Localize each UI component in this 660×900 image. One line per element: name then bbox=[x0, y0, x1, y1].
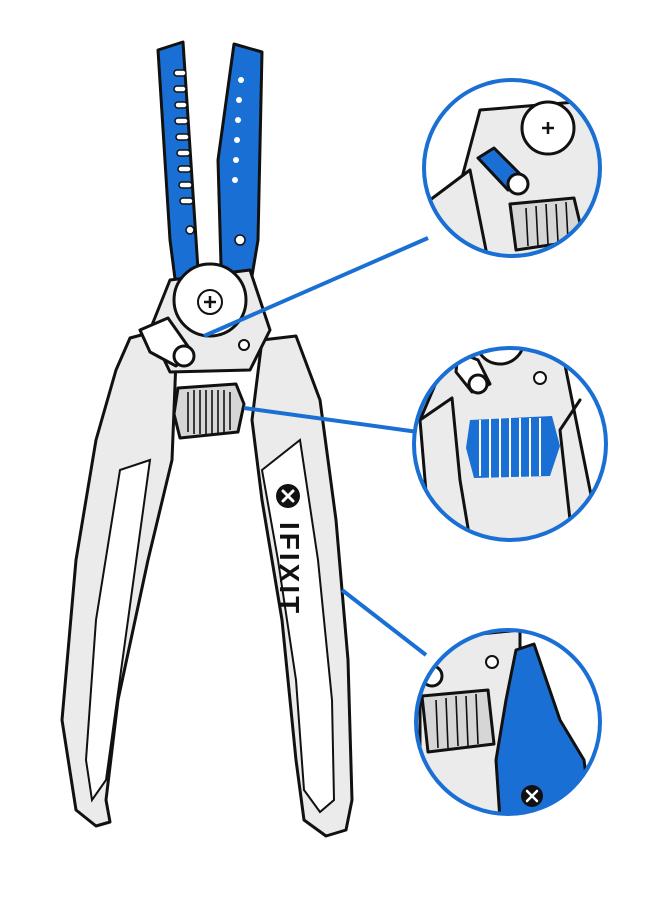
right-handle-inlay bbox=[260, 438, 336, 814]
leader-line-latch bbox=[203, 236, 429, 338]
leader-line-spring bbox=[243, 406, 419, 434]
left-jaw bbox=[156, 40, 202, 304]
leader-line-handle bbox=[340, 588, 428, 657]
spring-latch-detail bbox=[422, 78, 602, 258]
leader-lines bbox=[203, 236, 429, 657]
latch-pin bbox=[172, 344, 196, 368]
left-handle bbox=[60, 328, 178, 828]
brand-wordmark: IFIXIT bbox=[274, 522, 305, 616]
spring-grip-detail bbox=[412, 346, 608, 542]
latch bbox=[138, 316, 196, 368]
wire-stripper-tool: IFIXIT bbox=[60, 40, 354, 838]
callout-ring bbox=[422, 78, 602, 258]
callout-ring bbox=[412, 346, 608, 542]
spring-body bbox=[172, 382, 246, 440]
gauge-notch bbox=[173, 69, 187, 77]
gauge-notch bbox=[179, 197, 194, 205]
gauge-notch bbox=[174, 101, 188, 109]
right-jaw bbox=[216, 42, 264, 302]
pivot-hole bbox=[238, 339, 250, 351]
lever-icon bbox=[494, 642, 594, 814]
callout-ring bbox=[414, 628, 602, 816]
brand-mark: IFIXIT bbox=[274, 484, 305, 616]
gauge-notch bbox=[175, 133, 190, 141]
gauge-notch bbox=[174, 117, 189, 125]
jaw-hole bbox=[185, 225, 195, 235]
gauge-notch bbox=[173, 85, 187, 93]
gauge-notch bbox=[176, 149, 191, 157]
jaw-hole bbox=[234, 234, 246, 246]
handle-release-detail bbox=[414, 628, 602, 816]
spring bbox=[172, 382, 246, 440]
gauge-notch bbox=[178, 181, 193, 189]
screw-cross bbox=[204, 296, 216, 308]
gauge-notch bbox=[177, 165, 192, 173]
left-handle-inlay bbox=[84, 458, 152, 803]
